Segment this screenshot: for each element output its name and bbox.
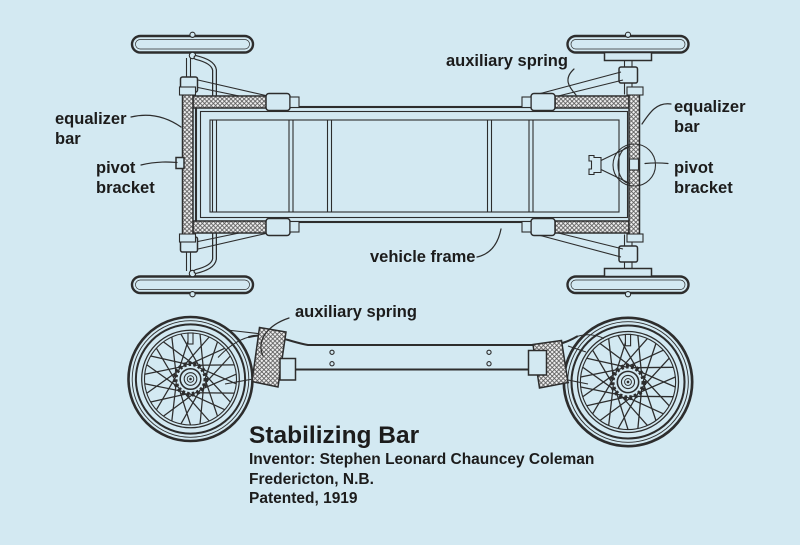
label-pivot-bracket-right-2: bracket <box>674 179 733 197</box>
label-equalizer-bar-right: equalizer <box>674 98 746 116</box>
wheel-side-left <box>129 317 253 441</box>
auxiliary-spring-side-right <box>527 339 589 389</box>
label-vehicle-frame: vehicle frame <box>370 248 475 266</box>
callout-labels: equalizer bar pivot bracket auxiliary sp… <box>55 52 746 321</box>
side-view <box>129 317 693 446</box>
leader-equalizer-right <box>641 103 672 125</box>
label-pivot-bracket-left: pivot <box>96 159 136 177</box>
rivets <box>329 349 492 367</box>
leader-vehicle-frame <box>476 228 502 258</box>
equalizer-bar-left <box>175 86 197 243</box>
title-block: Stabilizing Bar Inventor: Stephen Leonar… <box>249 422 594 507</box>
leader-equalizer-left <box>130 114 182 128</box>
leader-pivot-right <box>644 162 669 165</box>
label-equalizer-bar-left: equalizer <box>55 110 127 128</box>
label-auxiliary-spring-top: auxiliary spring <box>446 52 568 70</box>
corner-assembly-front-left <box>132 32 268 102</box>
equalizer-bar-right <box>588 86 657 243</box>
corner-assembly-rear-left <box>132 227 268 297</box>
label-equalizer-bar-right-2: bar <box>674 118 700 136</box>
leader-lines <box>130 68 672 357</box>
leader-auxiliary-spring-top <box>567 68 577 96</box>
leader-auxiliary-spring-side <box>260 317 290 357</box>
pivot-cone <box>588 145 631 185</box>
frame-cross-members <box>211 120 534 212</box>
auxiliary-spring-side-left <box>224 326 297 388</box>
auxiliary-spring-rear-right <box>521 217 630 237</box>
auxiliary-spring-front-left <box>192 92 300 112</box>
corner-assembly-rear-right <box>529 225 690 298</box>
plan-view <box>132 32 690 298</box>
label-pivot-bracket-left-2: bracket <box>96 179 155 197</box>
patent-line: Patented, 1919 <box>249 490 358 507</box>
label-auxiliary-spring-side: auxiliary spring <box>295 303 417 321</box>
auxiliary-spring-rear-left <box>192 217 300 237</box>
auxiliary-spring-front-right <box>521 92 630 112</box>
inventor-line: Inventor: Stephen Leonard Chauncey Colem… <box>249 451 594 468</box>
wheel-side-right <box>564 318 692 446</box>
diagram-title: Stabilizing Bar <box>249 422 420 449</box>
location-line: Fredericton, N.B. <box>249 471 374 488</box>
label-pivot-bracket-right: pivot <box>674 159 714 177</box>
label-equalizer-bar-left-2: bar <box>55 130 81 148</box>
vehicle-frame-plan <box>194 105 634 224</box>
pivot-bracket-right <box>612 143 657 187</box>
leader-pivot-left <box>140 161 178 166</box>
